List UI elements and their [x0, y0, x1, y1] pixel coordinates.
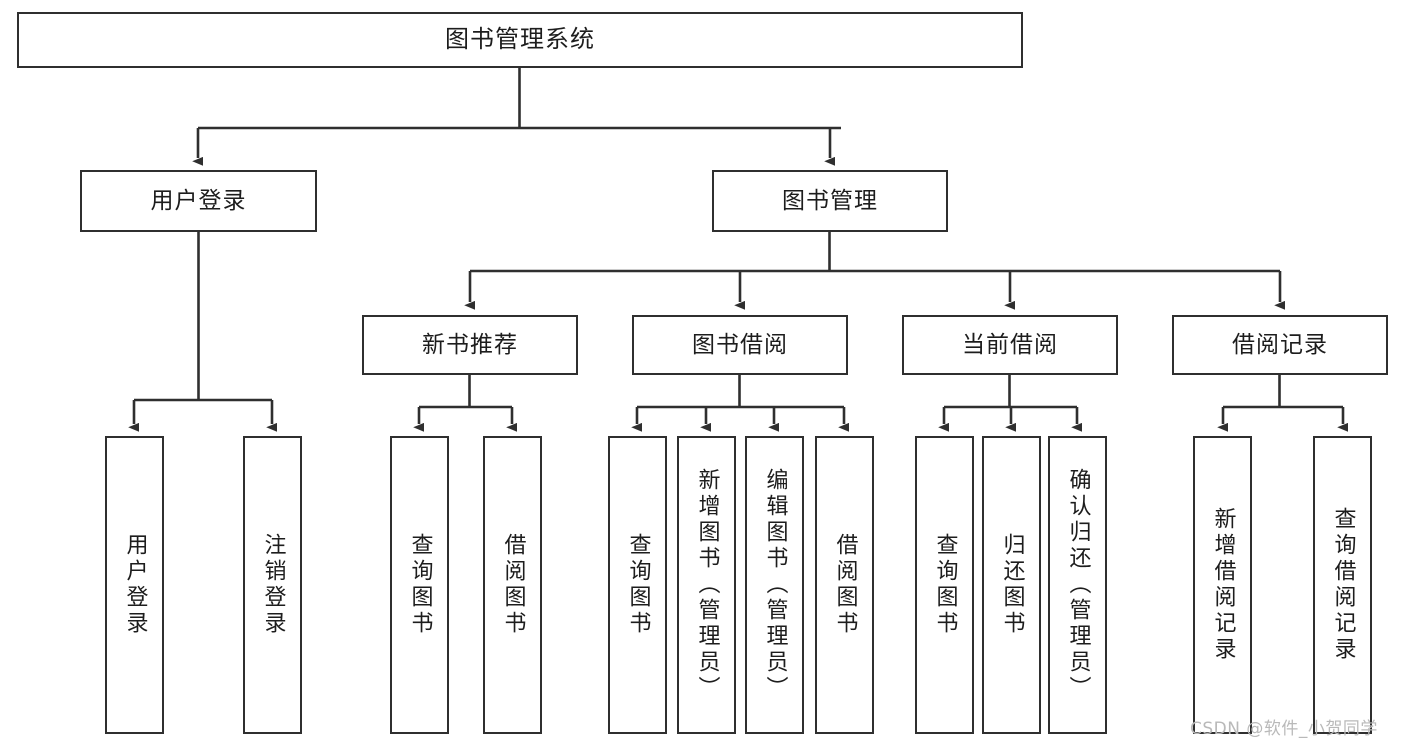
node-leaf-borrow-book-1-label: 借阅图书: [500, 533, 526, 637]
node-book-manage[interactable]: 图书管理: [712, 170, 948, 232]
node-new-book-recommend-label: 新书推荐: [422, 331, 518, 358]
node-leaf-borrow-book-2[interactable]: 借阅图书: [815, 436, 874, 734]
node-leaf-confirm-return-label: 确认归还（管理员）: [1065, 468, 1091, 702]
node-leaf-edit-book[interactable]: 编辑图书（管理员）: [745, 436, 804, 734]
node-leaf-add-record[interactable]: 新增借阅记录: [1193, 436, 1252, 734]
node-user-login[interactable]: 用户登录: [80, 170, 317, 232]
node-new-book-recommend[interactable]: 新书推荐: [362, 315, 578, 375]
node-leaf-logout-label: 注销登录: [260, 533, 286, 637]
node-user-login-label: 用户登录: [150, 187, 247, 214]
node-root[interactable]: 图书管理系统: [17, 12, 1023, 68]
node-leaf-edit-book-label: 编辑图书（管理员）: [762, 468, 788, 702]
node-book-borrow-label: 图书借阅: [692, 331, 788, 358]
node-leaf-return-book-label: 归还图书: [999, 533, 1025, 637]
node-leaf-borrow-book-2-label: 借阅图书: [832, 533, 858, 637]
node-leaf-query-book-1[interactable]: 查询图书: [390, 436, 449, 734]
node-leaf-query-book-1-label: 查询图书: [407, 533, 433, 637]
node-leaf-query-book-2-label: 查询图书: [625, 533, 651, 637]
node-leaf-query-record[interactable]: 查询借阅记录: [1313, 436, 1372, 734]
node-leaf-query-record-label: 查询借阅记录: [1330, 507, 1356, 663]
node-leaf-add-book[interactable]: 新增图书（管理员）: [677, 436, 736, 734]
node-leaf-user-login[interactable]: 用户登录: [105, 436, 164, 734]
node-leaf-confirm-return[interactable]: 确认归还（管理员）: [1048, 436, 1107, 734]
node-leaf-query-book-3[interactable]: 查询图书: [915, 436, 974, 734]
csdn-watermark: CSDN @软件_小贺同学: [1190, 719, 1378, 739]
node-borrow-record-label: 借阅记录: [1232, 331, 1328, 358]
node-leaf-borrow-book-1[interactable]: 借阅图书: [483, 436, 542, 734]
node-root-label: 图书管理系统: [445, 25, 595, 54]
node-book-borrow[interactable]: 图书借阅: [632, 315, 848, 375]
node-current-borrow[interactable]: 当前借阅: [902, 315, 1118, 375]
node-leaf-query-book-3-label: 查询图书: [932, 533, 958, 637]
node-book-manage-label: 图书管理: [782, 187, 878, 214]
node-borrow-record[interactable]: 借阅记录: [1172, 315, 1388, 375]
node-leaf-return-book[interactable]: 归还图书: [982, 436, 1041, 734]
node-leaf-add-book-label: 新增图书（管理员）: [694, 468, 720, 702]
node-leaf-user-login-label: 用户登录: [122, 533, 148, 637]
node-leaf-logout[interactable]: 注销登录: [243, 436, 302, 734]
node-current-borrow-label: 当前借阅: [962, 331, 1058, 358]
node-leaf-add-record-label: 新增借阅记录: [1210, 507, 1236, 663]
node-leaf-query-book-2[interactable]: 查询图书: [608, 436, 667, 734]
